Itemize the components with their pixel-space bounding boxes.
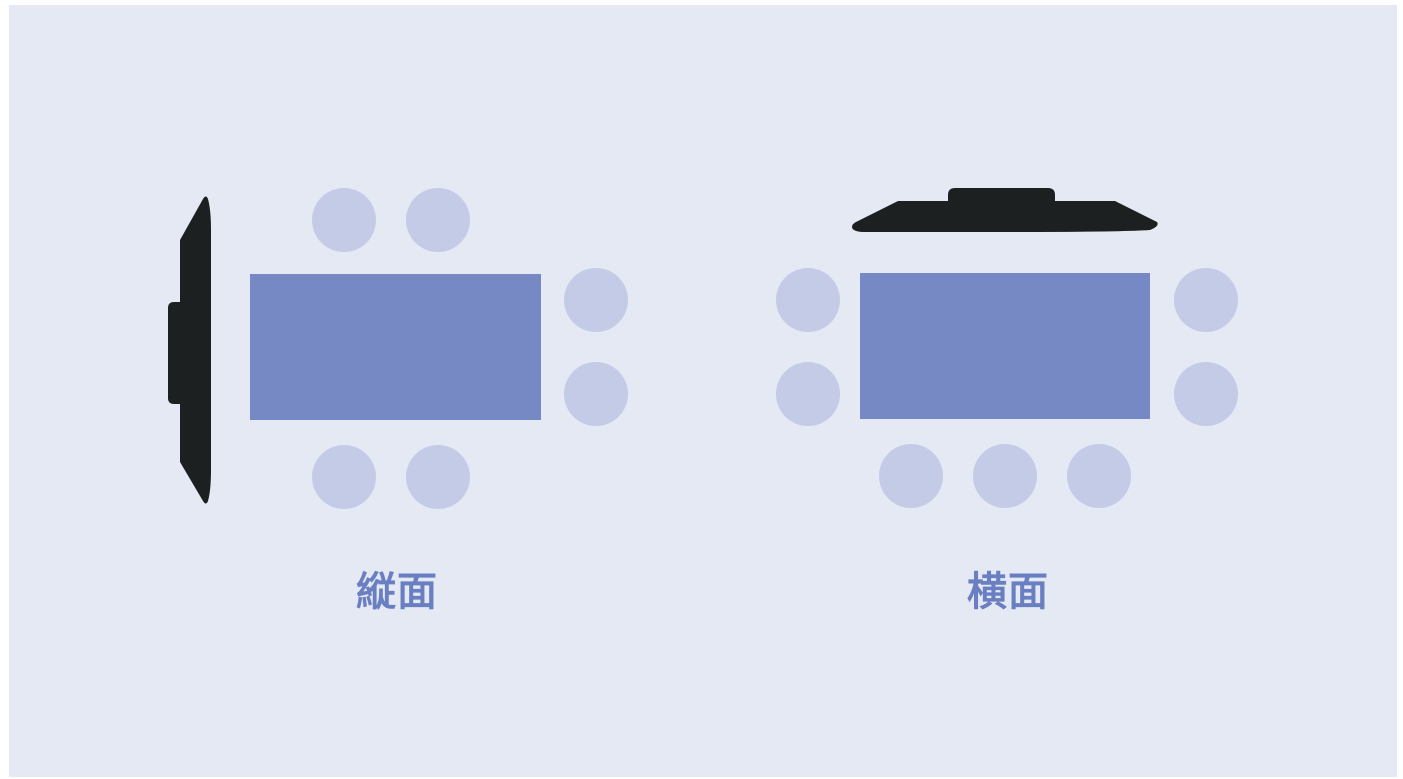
meeting-table-left xyxy=(250,274,541,420)
chair-left-top-2 xyxy=(406,188,470,252)
chair-left-right-1 xyxy=(564,268,628,332)
meeting-table-right xyxy=(860,273,1150,419)
layout-horizontal xyxy=(776,188,1238,508)
layout-label-vertical: 縦面 xyxy=(356,569,438,615)
layout-label-horizontal: 横面 xyxy=(967,569,1049,615)
chair-right-right-1 xyxy=(1174,268,1238,332)
vertical-screen xyxy=(168,196,211,504)
chair-left-top-1 xyxy=(312,188,376,252)
chair-right-left-1 xyxy=(776,268,840,332)
chair-right-bottom-1 xyxy=(879,444,943,508)
chair-left-right-2 xyxy=(564,362,628,426)
layout-vertical xyxy=(168,188,628,509)
chair-right-bottom-3 xyxy=(1067,444,1131,508)
diagram-background xyxy=(9,5,1397,777)
chair-right-left-2 xyxy=(776,362,840,426)
chair-left-bottom-2 xyxy=(406,445,470,509)
chair-right-bottom-2 xyxy=(973,444,1037,508)
horizontal-screen xyxy=(852,188,1158,232)
chair-left-bottom-1 xyxy=(312,445,376,509)
chair-right-right-2 xyxy=(1174,362,1238,426)
